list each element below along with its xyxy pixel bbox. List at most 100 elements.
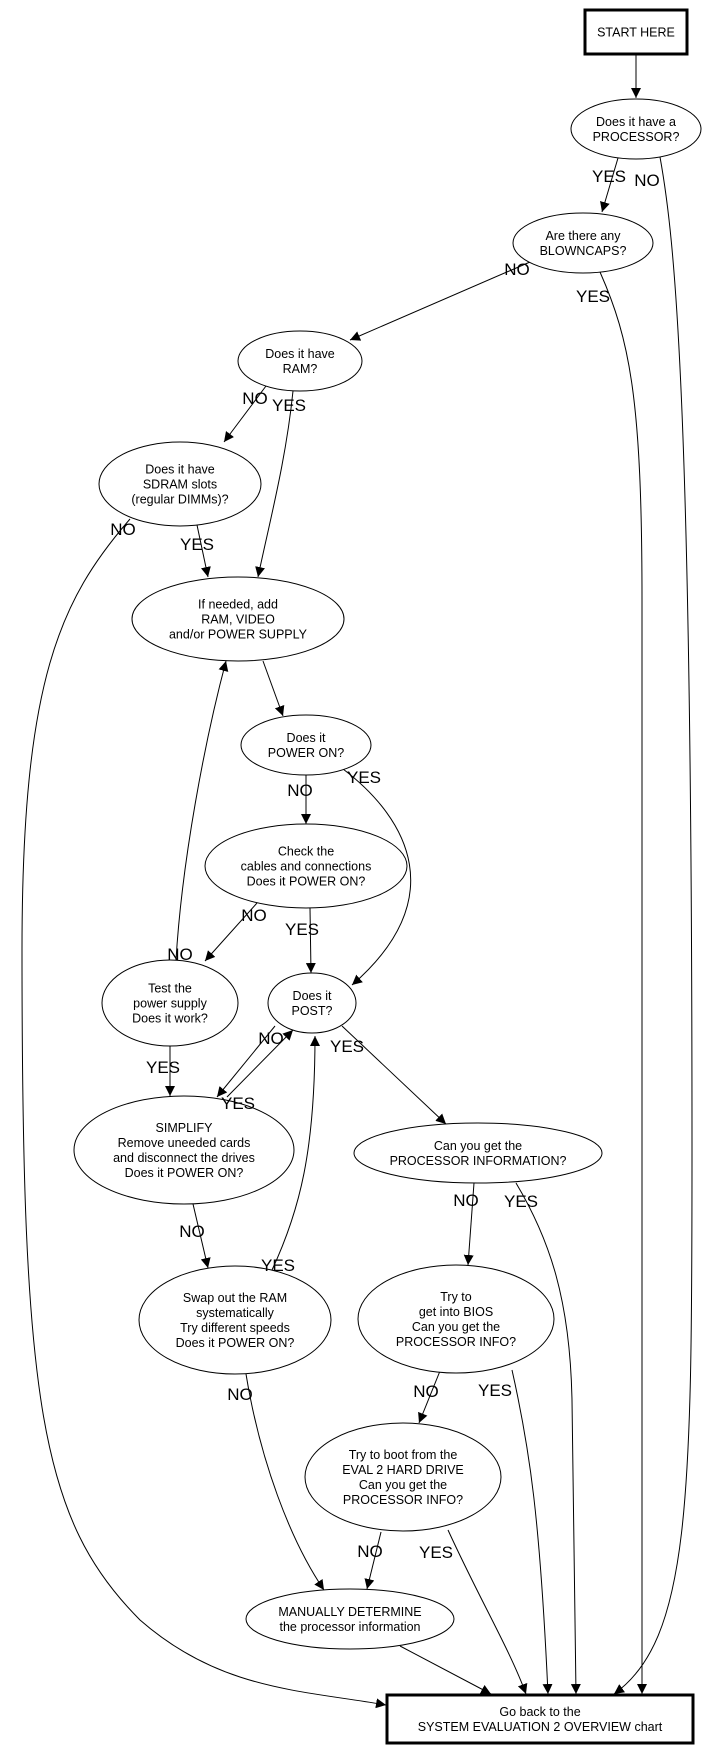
node-text-line: Does it have <box>265 347 335 361</box>
node-text-line: BLOWNCAPS? <box>540 244 627 258</box>
edge-sdram_slots-to-go_back <box>21 518 387 1709</box>
node-text-line: Test the <box>148 982 192 996</box>
edge-label-yes: YES <box>146 1058 180 1077</box>
node-text-line: Try to <box>440 1290 472 1304</box>
edge-boot_eval2-to-manual <box>364 1531 382 1590</box>
edge-label-yes: YES <box>576 287 610 306</box>
edge-label-no: NO <box>241 906 267 925</box>
edge-label-yes: YES <box>347 768 381 787</box>
node-text-line: get into BIOS <box>419 1305 493 1319</box>
ellipse-shape <box>101 959 239 1047</box>
ellipse-shape <box>245 1588 455 1650</box>
node-text-line: Can you get the <box>434 1139 522 1153</box>
edge-simplify-to-post <box>226 1029 294 1098</box>
node-text-line: SYSTEM EVALUATION 2 OVERVIEW chart <box>418 1720 663 1734</box>
node-text-line: and/or POWER SUPPLY <box>169 628 308 642</box>
node-text-line: SIMPLIFY <box>156 1121 214 1135</box>
ellipse-shape <box>512 212 654 274</box>
node-text-line: power supply <box>133 997 207 1011</box>
node-text-line: Try to boot from the <box>349 1448 458 1462</box>
box-shape <box>583 8 689 56</box>
node-text-line: If needed, add <box>198 598 278 612</box>
edge-test_psu-to-add_parts <box>175 660 229 961</box>
node-text-line: Does it have <box>145 463 215 477</box>
edge-post-to-proc_info <box>341 1025 447 1125</box>
ellipse-shape <box>73 1095 295 1205</box>
node-text-line: (regular DIMMs)? <box>131 493 228 507</box>
node-text-line: PROCESSOR INFO? <box>396 1335 516 1349</box>
edge-has_processor-to-blowncaps <box>600 157 619 213</box>
node-text-line: Does it POWER ON? <box>125 1166 244 1180</box>
edge-label-no: NO <box>258 1029 284 1048</box>
edge-label-yes: YES <box>180 535 214 554</box>
node-text-line: Try different speeds <box>180 1321 290 1335</box>
edge-proc_info-to-go_back <box>515 1182 581 1695</box>
edge-label-no: NO <box>504 260 530 279</box>
ellipse-shape <box>138 1265 332 1375</box>
node-text-line: MANUALLY DETERMINE <box>278 1605 421 1619</box>
ellipse-shape <box>304 1422 502 1532</box>
edges <box>21 54 693 1709</box>
edge-swap_ram-to-manual <box>245 1373 325 1591</box>
node-text-line: START HERE <box>597 26 675 40</box>
edge-blowncaps-to-go_back <box>599 271 647 1694</box>
edge-label-no: NO <box>634 171 660 190</box>
edge-label-no: NO <box>242 389 268 408</box>
edge-swap_ram-to-post <box>271 1035 320 1271</box>
edge-label-yes: YES <box>221 1094 255 1113</box>
edge-label-yes: YES <box>504 1192 538 1211</box>
edge-label-yes: YES <box>478 1381 512 1400</box>
node-text-line: and disconnect the drives <box>113 1151 255 1165</box>
ellipse-shape <box>240 714 372 776</box>
node-text-line: Are there any <box>545 229 621 243</box>
edge-check_cables-to-post <box>305 907 316 974</box>
edge-sdram_slots-to-add_parts <box>196 524 211 578</box>
edge-label-yes: YES <box>330 1037 364 1056</box>
node-text-line: PROCESSOR? <box>593 130 680 144</box>
ellipse-shape <box>98 441 262 527</box>
node-text-line: EVAL 2 HARD DRIVE <box>342 1463 464 1477</box>
edge-label-no: NO <box>167 945 193 964</box>
node-text-line: Does it <box>293 989 332 1003</box>
edge-label-no: NO <box>413 1382 439 1401</box>
edge-label-no: NO <box>287 781 313 800</box>
node-text-line: SDRAM slots <box>143 478 217 492</box>
node-text-line: Check the <box>278 845 334 859</box>
ellipse-shape <box>570 98 702 160</box>
ellipse-shape <box>353 1122 603 1184</box>
node-text-line: cables and connections <box>241 860 372 874</box>
edge-bios-to-go_back <box>511 1369 553 1695</box>
edge-label-yes: YES <box>592 167 626 186</box>
edge-label-yes: YES <box>272 396 306 415</box>
edge-label-yes: YES <box>419 1543 453 1562</box>
node-text-line: the processor information <box>279 1620 420 1634</box>
node-text-line: Does it <box>287 731 326 745</box>
node-text-line: Does it POWER ON? <box>176 1336 295 1350</box>
edge-has_ram-to-add_parts <box>255 390 294 578</box>
edge-boot_eval2-to-go_back <box>447 1529 528 1695</box>
ellipse-shape <box>237 330 363 392</box>
node-text-line: POST? <box>292 1004 333 1018</box>
ellipse-shape <box>267 972 357 1034</box>
ellipse-shape <box>357 1264 555 1374</box>
edge-label-no: NO <box>357 1542 383 1561</box>
ellipse-shape <box>204 823 408 909</box>
node-text-line: Swap out the RAM <box>183 1291 287 1305</box>
